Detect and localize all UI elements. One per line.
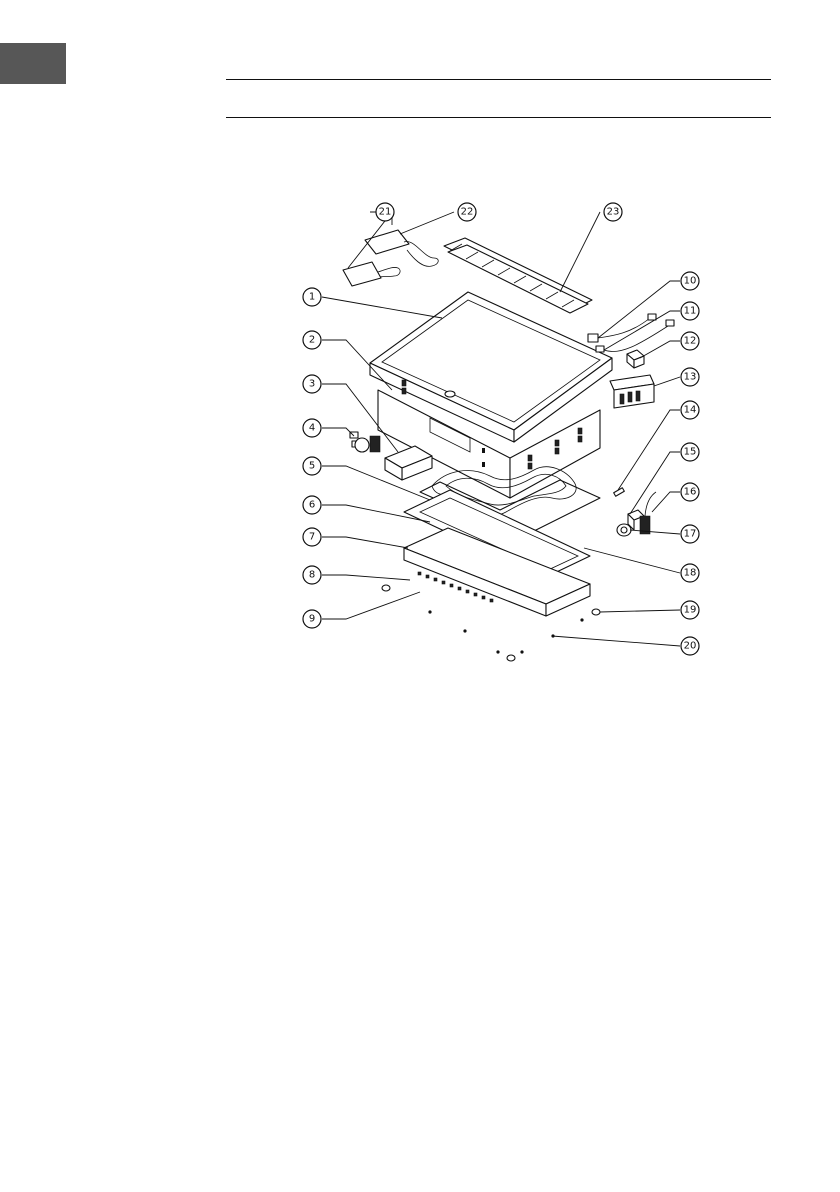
svg-text:9: 9 [309, 614, 315, 625]
callout-22: 22 [458, 203, 476, 221]
spatula-21 [343, 262, 400, 286]
svg-text:3: 3 [309, 379, 315, 390]
svg-text:5: 5 [309, 461, 315, 472]
callout-12: 12 [681, 332, 699, 350]
svg-text:8: 8 [309, 570, 315, 581]
terminal-block-13 [610, 375, 654, 408]
callout-6: 6 [303, 496, 321, 514]
knob-17 [617, 524, 631, 536]
callout-19: 19 [681, 601, 699, 619]
svg-text:20: 20 [684, 641, 697, 652]
svg-text:13: 13 [684, 372, 697, 383]
callout-18: 18 [681, 564, 699, 582]
cable-11 [596, 320, 674, 352]
callout-9: 9 [303, 610, 321, 628]
callout-16: 16 [681, 483, 699, 501]
svg-text:14: 14 [684, 405, 697, 416]
svg-text:19: 19 [684, 605, 697, 616]
callout-23: 23 [604, 203, 622, 221]
callout-14: 14 [681, 401, 699, 419]
switch-12 [627, 350, 644, 368]
svg-text:16: 16 [684, 487, 697, 498]
screws-20 [428, 610, 583, 653]
callout-20: 20 [681, 637, 699, 655]
callout-8: 8 [303, 566, 321, 584]
svg-text:15: 15 [684, 447, 697, 458]
svg-text:23: 23 [607, 207, 620, 218]
svg-text:2: 2 [309, 335, 315, 346]
svg-text:18: 18 [684, 568, 697, 579]
svg-text:6: 6 [309, 500, 315, 511]
svg-text:4: 4 [309, 423, 315, 434]
svg-text:7: 7 [309, 532, 315, 543]
svg-text:22: 22 [461, 207, 474, 218]
svg-text:17: 17 [684, 529, 697, 540]
callout-7: 7 [303, 528, 321, 546]
svg-text:21: 21 [379, 207, 392, 218]
spatula-22 [365, 230, 438, 266]
callout-15: 15 [681, 443, 699, 461]
svg-text:12: 12 [684, 336, 697, 347]
callout-21: 21 [376, 203, 394, 221]
callout-5: 5 [303, 457, 321, 475]
svg-text:10: 10 [684, 276, 697, 287]
svg-text:1: 1 [309, 292, 315, 303]
callout-10: 10 [681, 272, 699, 290]
callout-4: 4 [303, 419, 321, 437]
svg-text:11: 11 [684, 306, 697, 317]
callout-13: 13 [681, 368, 699, 386]
callout-2: 2 [303, 331, 321, 349]
callout-11: 11 [681, 302, 699, 320]
callout-1: 1 [303, 288, 321, 306]
callout-17: 17 [681, 525, 699, 543]
callout-3: 3 [303, 375, 321, 393]
knob-4 [350, 432, 380, 452]
sensor-16 [640, 492, 656, 534]
